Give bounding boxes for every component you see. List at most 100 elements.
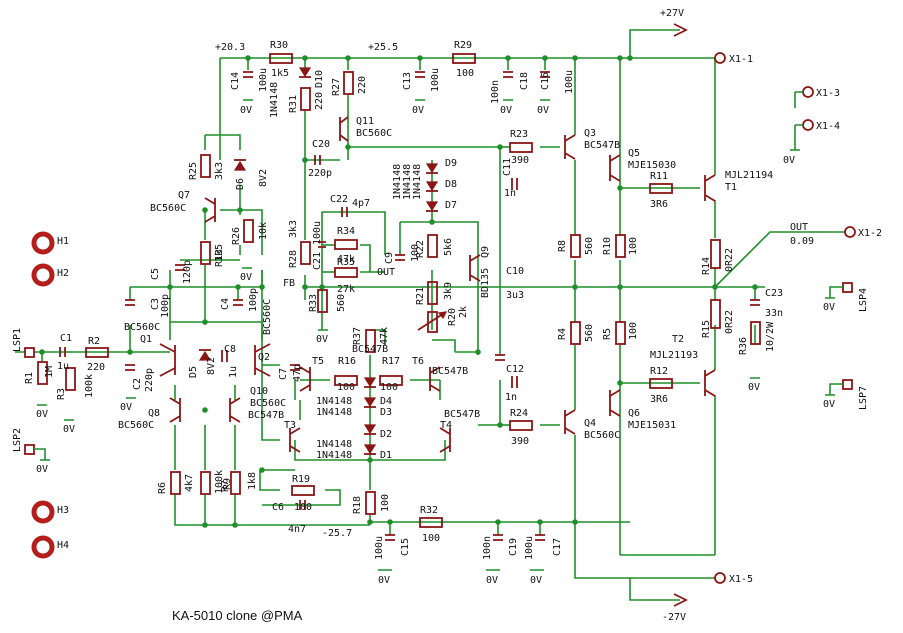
capacitor-c12-value: 1n — [505, 392, 517, 403]
refdes-d9: D9 — [445, 158, 457, 169]
lsp1-pad — [24, 347, 35, 358]
refdes-r17: R17 — [382, 356, 400, 367]
transistor-q11-part: BC560C — [356, 128, 392, 139]
capacitor-c15-value: 100u — [374, 536, 385, 560]
ground-label: 0V — [316, 334, 328, 345]
resistor-r19-value: 100 — [294, 502, 312, 513]
refdes-r2: R2 — [88, 336, 100, 347]
refdes-r3: R3 — [56, 388, 67, 400]
capacitor-c3-value: 100p — [160, 294, 171, 318]
lsp1-label: LSP1 — [12, 328, 23, 352]
refdes-r21: R21 — [415, 287, 426, 305]
rail-neg27-label: -27V — [662, 612, 686, 623]
transistor-q8-part: BC560C — [118, 420, 154, 431]
mounting-hole-icon — [31, 231, 55, 559]
diode-d3-part: 1N4148 — [316, 407, 352, 418]
refdes-r35: R35 — [337, 257, 355, 268]
refdes-r33: R33 — [308, 294, 319, 312]
resistor-r4-value: 560 — [584, 324, 595, 342]
lsp7-label: LSP7 — [858, 386, 869, 410]
capacitor-c18-left-value: 100n — [490, 80, 501, 104]
resistor-r10-value: 100 — [628, 237, 639, 255]
capacitor-c7-value: 47p — [292, 364, 303, 382]
refdes-q5: Q5 — [628, 148, 640, 159]
refdes-d6: D6 — [235, 178, 246, 190]
refdes-d8: D8 — [445, 179, 457, 190]
refdes-c13: C13 — [402, 72, 413, 90]
refdes-r16: R16 — [338, 356, 356, 367]
ground-label: 0V — [36, 409, 48, 420]
ground-label: 0V — [537, 105, 549, 116]
transistor-q10-part: BC560C — [250, 398, 286, 409]
ground-label: 0V — [823, 399, 835, 410]
ground-label: 0V — [240, 272, 252, 283]
capacitor-c13-value: 100u — [430, 68, 441, 92]
refdes-c15: C15 — [400, 538, 411, 556]
refdes-r37: R37 — [352, 327, 363, 345]
transistor-q10-part-2: BC547B — [248, 410, 284, 421]
refdes-q11: Q11 — [356, 116, 374, 127]
x1-1-pad — [714, 52, 726, 64]
capacitor-c20-value: 220p — [308, 168, 332, 179]
capacitor-c4-value: 100p — [248, 288, 259, 312]
refdes-d10: D10 — [314, 70, 325, 88]
refdes-c6: C6 — [272, 502, 284, 513]
capacitor-c21-value: 100u — [312, 221, 323, 245]
refdes-t2: T2 — [672, 334, 684, 345]
resistor-r13-value: 1k5 — [214, 244, 225, 262]
refdes-r5: R5 — [602, 328, 613, 340]
mounting-holes — [31, 231, 55, 559]
refdes-r12: R12 — [650, 366, 668, 377]
refdes-t4: T4 — [440, 420, 452, 431]
refdes-r36: R36 — [738, 337, 749, 355]
refdes-r26: R26 — [231, 227, 242, 245]
refdes-q4: Q4 — [584, 418, 596, 429]
refdes-c18: C18 — [519, 72, 530, 90]
refdes-c2: C2 — [132, 378, 143, 390]
connector-x14-label: X1-4 — [816, 121, 840, 132]
capacitor-c9-value: 100 — [410, 244, 421, 262]
capacitor-c1-value: 1u — [57, 361, 69, 372]
ground-label: 0V — [823, 302, 835, 313]
diode-d9-part: 1N4148 — [392, 164, 403, 200]
refdes-q2: Q2 — [258, 352, 270, 363]
resistor-r27-value: 220 — [357, 76, 368, 94]
resistor-r8-value: 560 — [584, 237, 595, 255]
refdes-c16: C16 — [540, 72, 551, 90]
capacitor-c16-value: 100u — [564, 70, 575, 94]
resistor-r20-value: 2k — [458, 306, 469, 318]
resistor-r16-value: 100 — [337, 382, 355, 393]
refdes-r22: R22 — [415, 240, 426, 258]
resistor-r1-value: 1M — [44, 366, 55, 378]
refdes-t3: T3 — [284, 420, 296, 431]
resistor-r24-value: 390 — [511, 436, 529, 447]
wire-network — [15, 29, 845, 601]
refdes-c7: C7 — [278, 368, 289, 380]
resistor-r14-value: 0R22 — [724, 248, 735, 272]
refdes-c1: C1 — [60, 333, 72, 344]
refdes-r23: R23 — [510, 129, 528, 140]
capacitor-c2-value: 220p — [144, 368, 155, 392]
net-fb-label: FB — [283, 278, 295, 289]
resistor-r34-value: 47k — [337, 254, 355, 265]
lsp2-pad — [24, 444, 35, 455]
hole-h1-label: H1 — [57, 236, 69, 247]
refdes-d4: D4 — [380, 396, 392, 407]
resistor-r12-value: 3R6 — [650, 394, 668, 405]
capacitor-c22-value: 4p7 — [352, 198, 370, 209]
refdes-c14: C14 — [230, 72, 241, 90]
ground-label: 0V — [783, 155, 795, 166]
resistor-r36-value: 10/2W — [765, 321, 776, 352]
ground-stubs — [37, 99, 760, 571]
net-out-label: OUT — [377, 267, 395, 278]
rail-neg25-label: -25.7 — [322, 528, 352, 539]
diode-d7-part: 1N4148 — [412, 164, 423, 200]
components — [37, 53, 761, 541]
refdes-c23: C23 — [765, 288, 783, 299]
resistor-r25-value: 3k3 — [214, 162, 225, 180]
refdes-d2: D2 — [380, 429, 392, 440]
lsp4-label: LSP4 — [858, 288, 869, 312]
refdes-r29: R29 — [454, 40, 472, 51]
refdes-r1: R1 — [24, 372, 35, 384]
